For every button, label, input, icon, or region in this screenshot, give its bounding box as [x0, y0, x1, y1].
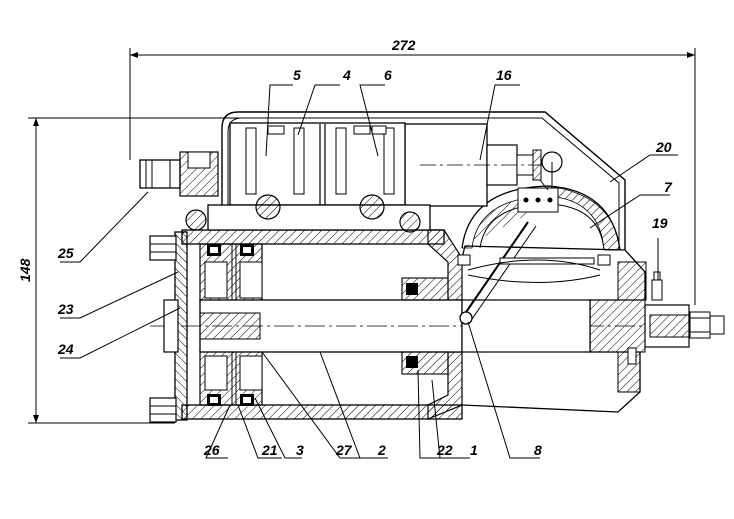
callout-22: 22: [436, 442, 453, 458]
callout-5: 5: [293, 67, 301, 83]
callout-24: 24: [57, 341, 74, 357]
dimension-height-label: 148: [17, 258, 33, 282]
callout-3: 3: [296, 442, 304, 458]
callout-27: 27: [335, 442, 353, 458]
callout-8: 8: [534, 442, 542, 458]
piston-assembly: [199, 243, 263, 406]
callout-19: 19: [652, 215, 668, 231]
callout-2: 2: [377, 442, 386, 458]
callout-25: 25: [57, 245, 74, 261]
motor-16: [404, 123, 563, 207]
callout-26: 26: [203, 442, 220, 458]
dimension-overall-length: [129, 48, 696, 305]
callout-7: 7: [664, 179, 673, 195]
callout-6: 6: [384, 67, 392, 83]
cylinder-body: [174, 229, 463, 421]
callout-16: 16: [496, 67, 512, 83]
cover-housing: [221, 111, 626, 250]
callout-21: 21: [261, 442, 278, 458]
callout-23: 23: [57, 301, 74, 317]
piston-rod: [150, 299, 700, 353]
leader-lines: [60, 84, 678, 459]
guide-bearing: [401, 277, 449, 375]
lever-mechanism: [457, 185, 621, 325]
callout-20: 20: [655, 139, 672, 155]
right-housing: [461, 245, 725, 413]
callout-1: 1: [470, 442, 478, 458]
cable-gland-25: [139, 151, 219, 197]
valve-block: [185, 122, 431, 233]
dimension-length-label: 272: [391, 37, 416, 53]
dimension-overall-height: [28, 117, 240, 424]
end-cap-bolts: [149, 235, 179, 423]
callout-4: 4: [342, 67, 351, 83]
callouts: 1 2 3 4 5 6 7 8 16 19 20 21 22 23 24 25 …: [57, 67, 673, 458]
